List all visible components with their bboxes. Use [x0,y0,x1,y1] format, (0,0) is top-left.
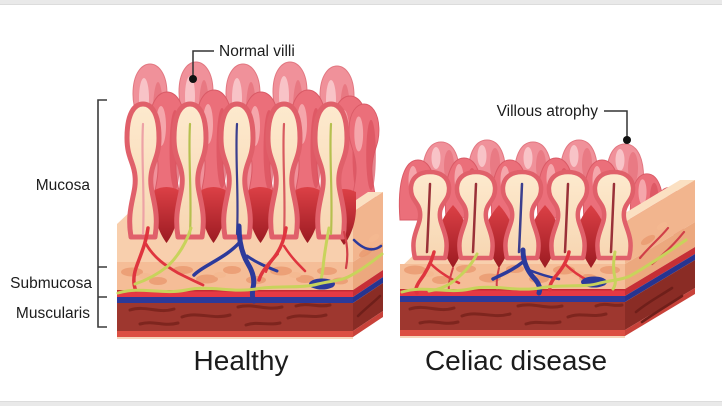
healthy-muscularis-texture [128,303,332,327]
celiac-vein-band [400,296,625,302]
healthy-tissue-block [117,208,353,339]
celiac-artery-band [400,289,625,296]
celiac-vessels [400,238,688,296]
bottom-frame-strip [0,401,722,406]
muscularis-label: Muscularis [16,305,90,322]
healthy-artery-band [117,290,353,297]
celiac-title: Celiac disease [425,345,607,376]
normal-villi-label: Normal villi [219,43,295,60]
celiac-diagram [398,139,695,338]
submucosa-label: Submucosa [10,275,92,292]
normal-villi-pointer-dot [189,75,197,83]
healthy-base-strip [117,331,353,337]
healthy-diagram [116,61,384,339]
villous-atrophy-callout: Villous atrophy [497,103,631,144]
healthy-title: Healthy [194,345,289,376]
normal-villi-callout: Normal villi [189,43,295,83]
celiac-base-strip [400,330,625,336]
celiac-front-villi [411,172,633,258]
celiac-muscularis-texture [408,302,624,326]
healthy-vessels [116,223,384,304]
top-frame-strip [0,0,722,5]
healthy-front-villi [127,104,347,237]
mucosa-label: Mucosa [36,177,91,194]
layer-labels: Mucosa Submucosa Muscularis [10,177,92,322]
healthy-vein-band [117,297,353,303]
villous-atrophy-pointer-dot [623,136,631,144]
mucosa-bracket [97,99,107,328]
villous-atrophy-label: Villous atrophy [497,103,599,120]
celiac-block-side [610,180,695,336]
